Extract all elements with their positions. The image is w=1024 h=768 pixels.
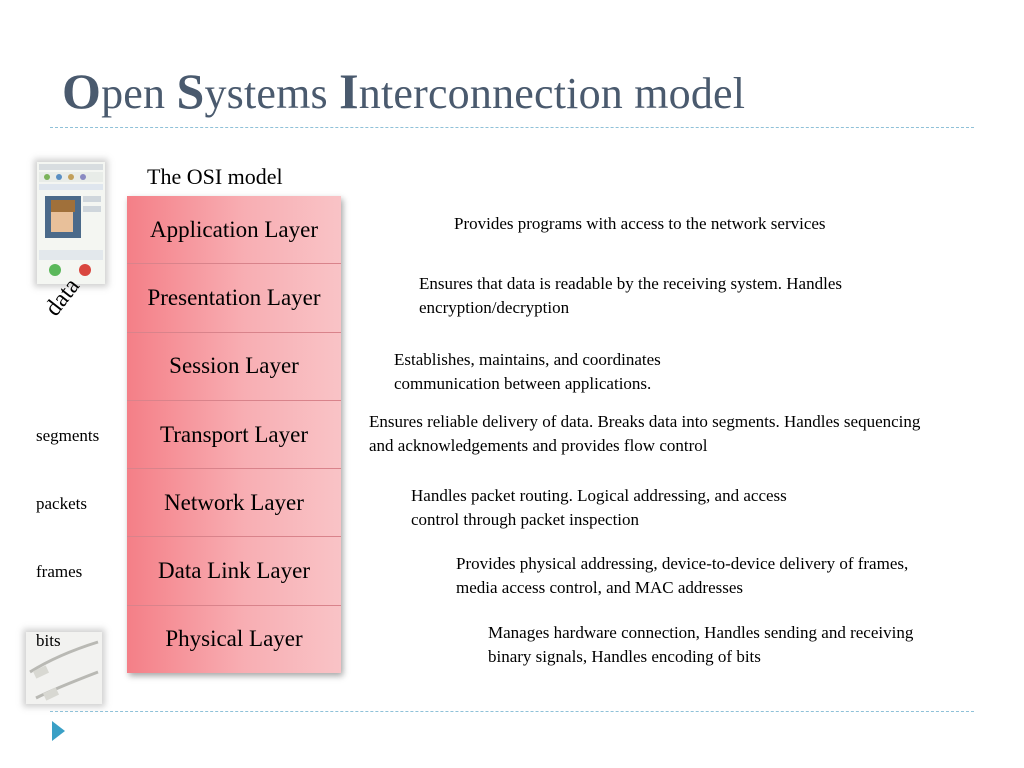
osi-layer-stack: Application Layer Presentation Layer Ses… bbox=[127, 196, 341, 674]
unit-frames: frames bbox=[36, 562, 83, 581]
unit-segments: segments bbox=[36, 426, 100, 445]
desc-physical: Manages hardware connection, Handles sen… bbox=[488, 623, 914, 666]
layer-data-link: Data Link Layer bbox=[127, 537, 341, 606]
osi-model-caption: The OSI model bbox=[147, 164, 283, 189]
title-word-ystems: ystems bbox=[204, 69, 340, 118]
desc-presentation: Ensures that data is readable by the rec… bbox=[419, 274, 842, 317]
layer-session: Session Layer bbox=[127, 332, 341, 401]
title-word-pen: pen bbox=[101, 69, 177, 118]
desc-data-link: Provides physical addressing, device-to-… bbox=[456, 554, 909, 597]
unit-packets: packets bbox=[36, 494, 87, 513]
cable-image bbox=[26, 632, 102, 704]
slide-title: Open Systems Interconnection model bbox=[62, 62, 745, 120]
phone-screenshot-icon bbox=[37, 162, 105, 284]
layer-presentation: Presentation Layer bbox=[127, 264, 341, 333]
phone-image bbox=[37, 162, 105, 284]
desc-application: Provides programs with access to the net… bbox=[454, 214, 826, 233]
title-initial-o: O bbox=[62, 63, 102, 119]
bottom-divider bbox=[50, 711, 974, 712]
top-divider bbox=[50, 127, 974, 128]
title-initial-i: I bbox=[339, 63, 359, 119]
desc-network: Handles packet routing. Logical addressi… bbox=[411, 486, 787, 529]
next-arrow-icon bbox=[52, 721, 65, 741]
title-word-nterconnection: nterconnection model bbox=[358, 69, 746, 118]
layer-physical: Physical Layer bbox=[127, 605, 341, 674]
unit-bits: bits bbox=[36, 631, 61, 650]
desc-session: Establishes, maintains, and coordinates … bbox=[394, 350, 661, 393]
title-initial-s: S bbox=[176, 63, 205, 119]
layer-application: Application Layer bbox=[127, 196, 341, 265]
layer-transport: Transport Layer bbox=[127, 400, 341, 470]
ethernet-cable-icon bbox=[26, 632, 102, 704]
desc-transport: Ensures reliable delivery of data. Break… bbox=[369, 412, 921, 455]
layer-network: Network Layer bbox=[127, 469, 341, 538]
